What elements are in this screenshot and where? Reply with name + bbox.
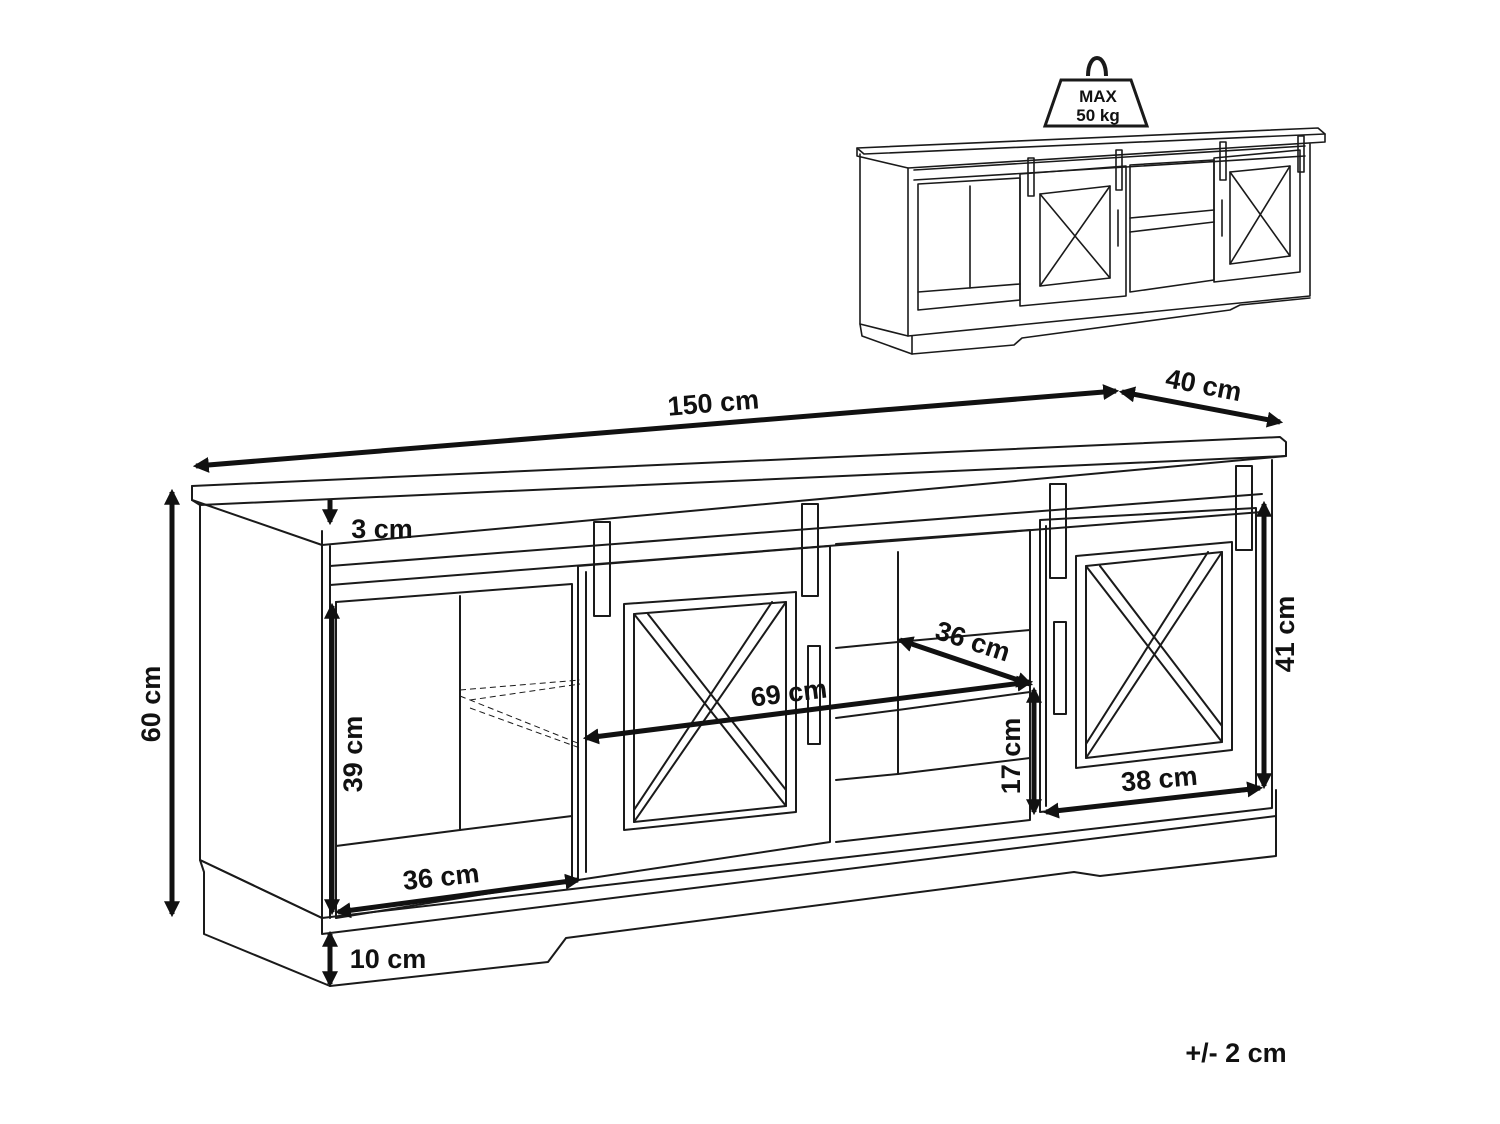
shelf-height-label: 17 cm [996,718,1026,795]
base-height-label: 10 cm [350,944,427,974]
shelf-depth-label: 36 cm [932,615,1014,667]
width-dimension-arrow [192,384,1120,473]
shelf-width-arrow [582,675,1034,745]
shelf-depth-arrow [896,636,1034,688]
depth-dimension-arrow [1118,386,1284,428]
weight-line1: MAX [1079,87,1117,106]
small-perspective-view [856,127,1326,355]
left-compartment-depth-label: 36 cm [401,858,480,896]
tolerance-note: +/- 2 cm [1185,1038,1286,1068]
dimension-lines [163,384,1284,988]
weight-line2: 50 kg [1076,106,1119,125]
door-width-arrow [1042,781,1264,819]
max-weight-icon [1042,56,1150,128]
height-label: 60 cm [136,666,166,743]
width-label: 150 cm [666,384,760,421]
door-width-label: 38 cm [1120,761,1199,798]
door-height-label: 41 cm [1270,596,1300,673]
left-compartment-depth-arrow [334,873,582,919]
top-thickness-label: 3 cm [351,514,413,544]
left-compartment-height-label: 39 cm [338,716,368,793]
